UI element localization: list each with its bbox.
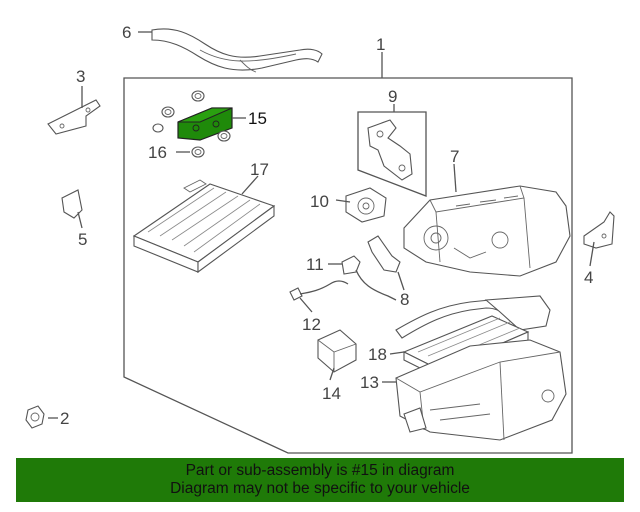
piping bbox=[395, 295, 551, 339]
part-11-sensor bbox=[341, 255, 397, 301]
part-14-cap bbox=[317, 329, 357, 373]
banner-line-2: Diagram may not be specific to your vehi… bbox=[170, 480, 470, 497]
callout-1: 1 bbox=[376, 35, 385, 54]
part-3-bracket bbox=[47, 99, 101, 135]
callout-18: 18 bbox=[368, 345, 387, 364]
callout-11: 11 bbox=[306, 255, 324, 274]
part-12-harness bbox=[289, 280, 349, 301]
callout-4: 4 bbox=[584, 268, 593, 287]
part-9-box bbox=[357, 111, 427, 197]
callout-5: 5 bbox=[78, 230, 87, 249]
callout-10: 10 bbox=[310, 192, 329, 211]
callout-8: 8 bbox=[400, 290, 409, 309]
assembly-frame bbox=[123, 77, 573, 454]
callout-12: 12 bbox=[302, 315, 321, 334]
callout-3: 3 bbox=[76, 67, 85, 86]
callout-2: 2 bbox=[60, 409, 69, 428]
part-4-bracket bbox=[583, 211, 615, 249]
info-banner: Part or sub-assembly is #15 in diagram D… bbox=[16, 458, 624, 502]
part-2-nut bbox=[25, 405, 45, 429]
callout-16: 16 bbox=[148, 143, 167, 162]
callout-7: 7 bbox=[450, 147, 459, 166]
part-10-actuator bbox=[345, 187, 387, 223]
callout-17: 17 bbox=[250, 160, 269, 179]
parts-diagram: 1 2 3 4 5 6 7 8 9 10 11 12 13 14 15 16 1… bbox=[25, 23, 615, 454]
part-15-highlighted bbox=[177, 107, 233, 141]
part-13-case bbox=[395, 339, 567, 441]
callout-14: 14 bbox=[322, 384, 341, 403]
leader-lines bbox=[48, 31, 595, 419]
callout-6: 6 bbox=[122, 23, 131, 42]
part-17-core bbox=[132, 179, 276, 274]
part-7-housing bbox=[403, 185, 571, 277]
callouts: 1 2 3 4 5 6 7 8 9 10 11 12 13 14 15 16 1… bbox=[60, 23, 593, 428]
callout-13: 13 bbox=[360, 373, 379, 392]
callout-15: 15 bbox=[248, 109, 267, 128]
callout-9: 9 bbox=[388, 87, 397, 106]
part-6-duct bbox=[151, 28, 323, 73]
banner-line-1: Part or sub-assembly is #15 in diagram bbox=[185, 462, 455, 479]
part-8-sensor bbox=[367, 235, 401, 273]
part-seals bbox=[152, 90, 231, 158]
